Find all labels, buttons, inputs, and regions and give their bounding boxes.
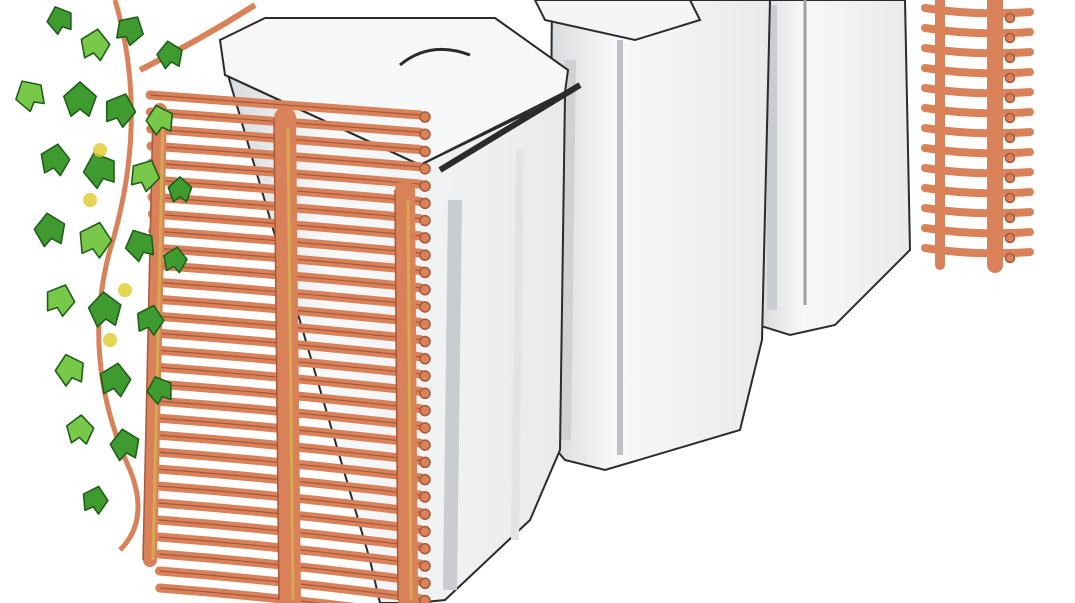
willow-stake-highlight xyxy=(286,127,295,601)
ivy-leaf-icon xyxy=(99,362,132,398)
willow-rod-end xyxy=(1004,232,1016,244)
ivy-vine xyxy=(15,0,257,552)
willow-rod-end xyxy=(1004,112,1016,124)
ivy-leaf-icon xyxy=(124,229,155,263)
ivy-leaf-icon xyxy=(54,353,84,387)
willow-rod-end xyxy=(419,542,431,555)
ivy-leaf-icon xyxy=(82,152,115,190)
ivy-leaf-icon xyxy=(80,28,111,62)
willow-rod-end xyxy=(419,387,431,400)
willow-rod-end xyxy=(1004,52,1016,64)
willow-rod-end xyxy=(419,491,431,503)
willow-screen-right xyxy=(921,0,1034,273)
willow-rod-end xyxy=(419,525,431,538)
ivy-leaf-icon xyxy=(87,291,122,328)
willow-rod-end xyxy=(1004,152,1016,164)
ivy-leaf-icon xyxy=(33,212,66,248)
willow-rod-end xyxy=(419,249,431,261)
willow-rod-end xyxy=(419,508,431,520)
willow-rod-end xyxy=(419,404,431,417)
ivy-leaf-icon xyxy=(156,40,183,70)
ivy-leaf-icon xyxy=(146,376,172,406)
willow-rod-end xyxy=(419,577,431,590)
bin-lid-handle xyxy=(399,47,471,67)
willow-stake-highlight xyxy=(151,119,165,561)
willow-rod-end xyxy=(1004,192,1016,204)
willow-rod-end xyxy=(419,232,431,244)
willow-rod-end xyxy=(1004,172,1016,184)
ivy-leaf-icon xyxy=(15,80,45,113)
ivy-leaf-icon xyxy=(40,143,71,177)
willow-rod-end xyxy=(1004,72,1016,84)
willow-upright-stake xyxy=(143,103,167,567)
willow-rod-end xyxy=(419,422,431,434)
willow-rod-end xyxy=(419,283,431,296)
willow-rod-end xyxy=(1004,252,1016,264)
ivy-leaf-icon xyxy=(105,93,137,129)
willow-rod-end xyxy=(1004,12,1016,24)
willow-rod-end xyxy=(419,301,431,313)
ivy-flower-cluster xyxy=(118,283,132,297)
ivy-leaf-icon xyxy=(46,284,76,318)
ivy-leaf-icon xyxy=(79,221,113,259)
willow-rod-end xyxy=(419,370,431,382)
willow-rod-end xyxy=(419,439,431,451)
wheelie-bin-middle xyxy=(533,0,772,472)
willow-rod-end xyxy=(419,111,431,123)
ivy-leaf-icon xyxy=(145,104,174,136)
willow-rod-end xyxy=(419,180,431,192)
willow-rod-outline xyxy=(149,94,421,116)
willow-rod-end xyxy=(419,456,431,469)
ivy-leaf-icon xyxy=(136,304,165,336)
ivy-leaf-icon xyxy=(66,414,95,445)
willow-rod-end xyxy=(419,473,431,486)
willow-rod-end xyxy=(1004,32,1016,44)
ivy-leaf-icon xyxy=(63,81,97,117)
ivy-flower-cluster xyxy=(83,193,97,207)
ivy-leaf-icon xyxy=(109,428,140,462)
willow-rod-end xyxy=(419,335,431,348)
willow-rod-end xyxy=(419,128,431,141)
ivy-flower-cluster xyxy=(93,143,107,157)
willow-rod-end xyxy=(1004,132,1016,144)
willow-upright-stake xyxy=(395,180,418,603)
ivy-stem xyxy=(138,2,257,73)
willow-rod-end xyxy=(419,214,431,227)
willow-rod-end xyxy=(1004,92,1016,104)
ivy-leaf-icon xyxy=(167,176,193,203)
willow-upright-stake xyxy=(274,107,301,603)
willow-rod-end xyxy=(419,145,431,158)
willow-rod-end xyxy=(419,353,431,365)
ivy-leaf-icon xyxy=(46,6,72,36)
ivy-flower-cluster xyxy=(103,333,117,347)
ivy-stem xyxy=(96,0,141,552)
willow-rod-end xyxy=(419,197,431,210)
willow-rod-end xyxy=(419,266,431,279)
willow-stake-outline xyxy=(273,117,280,601)
willow-stake-outline xyxy=(394,189,399,601)
ivy-leaf-icon xyxy=(163,246,188,274)
willow-rod-end xyxy=(419,594,431,603)
willow-rod-end xyxy=(1004,212,1016,224)
wheelie-bin-back-right xyxy=(756,0,912,337)
ivy-leaf-icon xyxy=(130,159,161,193)
willow-rod-end xyxy=(419,318,431,330)
willow-rod-end xyxy=(419,560,431,572)
ivy-leaf-icon xyxy=(115,16,144,47)
willow-rod-end xyxy=(419,163,431,175)
willow-stake-highlight xyxy=(406,199,413,601)
ivy-leaf-icon xyxy=(82,485,109,515)
